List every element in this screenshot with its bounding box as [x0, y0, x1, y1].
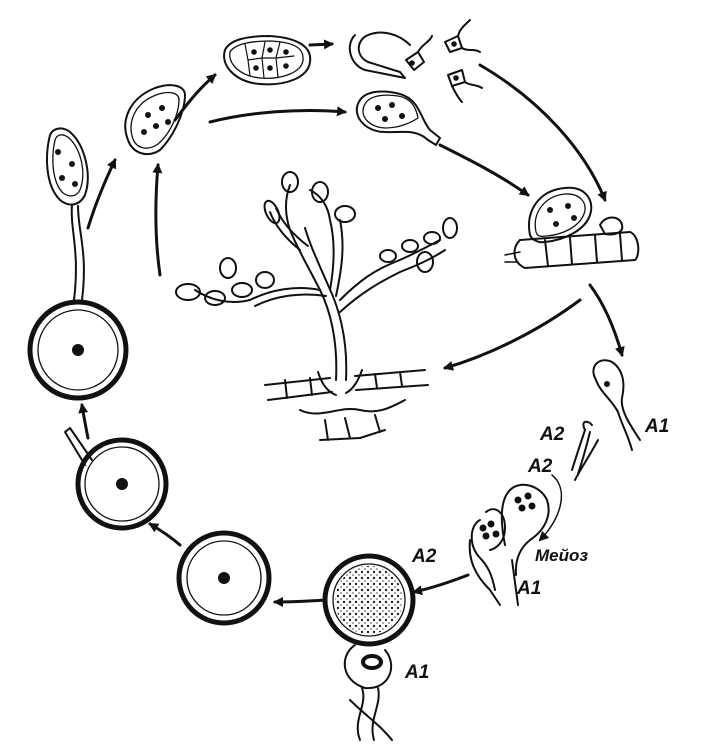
label-a1-bottom: A1: [404, 662, 429, 683]
oogonium-fertilized: [322, 553, 416, 741]
sporangiophore-plant: [175, 171, 458, 441]
diagram-labels: A1 A2 A2 Мейоз A1 A2 A1: [404, 416, 669, 683]
sporangium-releasing-zoospores: [348, 19, 483, 103]
label-a2-oospore: A2: [411, 546, 437, 567]
sporangium: [124, 84, 186, 156]
label-a1-mid: A1: [516, 578, 541, 599]
sporangium-infecting-host: [504, 186, 640, 269]
mature-oospore: [176, 530, 272, 626]
germinating-oospore-sporangium: [27, 127, 129, 401]
label-meiosis: Мейоз: [535, 546, 588, 565]
label-a2-lower: A2: [527, 456, 553, 477]
cycle-arrows: [78, 39, 625, 607]
label-a1-top: A1: [644, 416, 669, 437]
gametangia-meiosis: [468, 474, 563, 606]
young-gametangia: [571, 359, 641, 481]
label-a2-upper: A2: [539, 424, 565, 445]
sporangium-cleaving: [223, 35, 312, 86]
sporangium-germinating: [355, 90, 441, 146]
germinating-oospore: [64, 427, 169, 531]
